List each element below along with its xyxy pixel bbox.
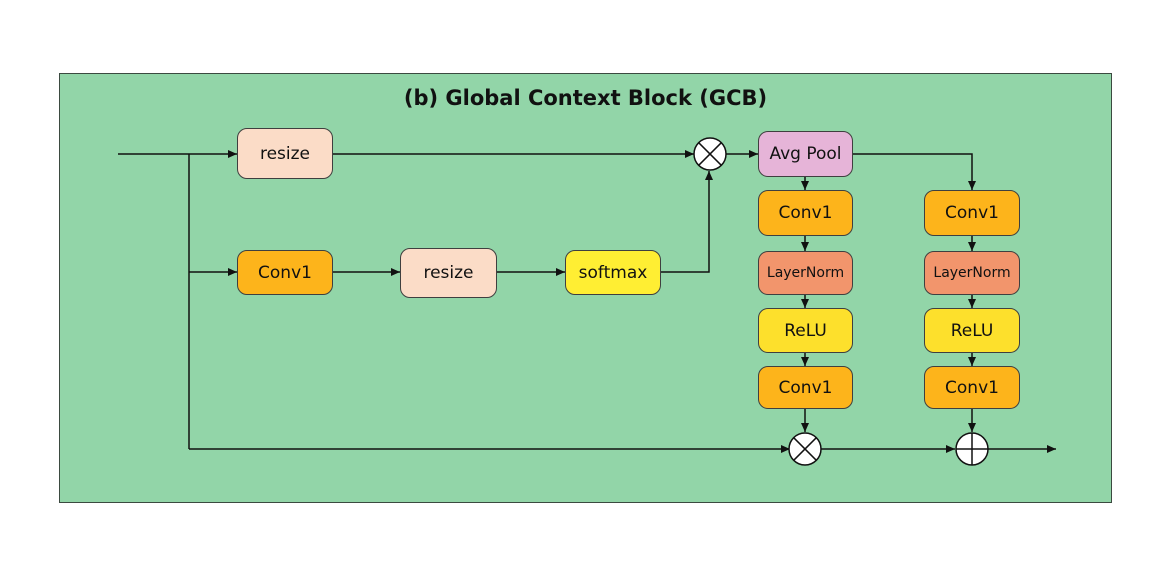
softmax-to-multiply (661, 171, 713, 273)
multiply-bottom-icon (788, 432, 822, 466)
diagram-title: (b) Global Context Block (GCB) (403, 86, 768, 110)
right-conv1-a-node: Conv1 (924, 190, 1020, 236)
avgpool-to-right-branch (853, 153, 976, 190)
avg-pool-node: Avg Pool (758, 131, 853, 177)
resize-top-node: resize (237, 128, 333, 179)
multiply-top-icon (693, 137, 727, 171)
resize-mid-node: resize (400, 248, 497, 298)
right-conv1-b-node: Conv1 (924, 366, 1020, 409)
softmax-node: softmax (565, 250, 661, 295)
add-icon (955, 432, 989, 466)
right-relu-node: ReLU (924, 308, 1020, 353)
left-conv1-b-node: Conv1 (758, 366, 853, 409)
left-conv1-a-node: Conv1 (758, 190, 853, 236)
right-layernorm-node: LayerNorm (924, 251, 1020, 295)
left-layernorm-node: LayerNorm (758, 251, 853, 295)
conv1-mid-node: Conv1 (237, 250, 333, 295)
left-relu-node: ReLU (758, 308, 853, 353)
